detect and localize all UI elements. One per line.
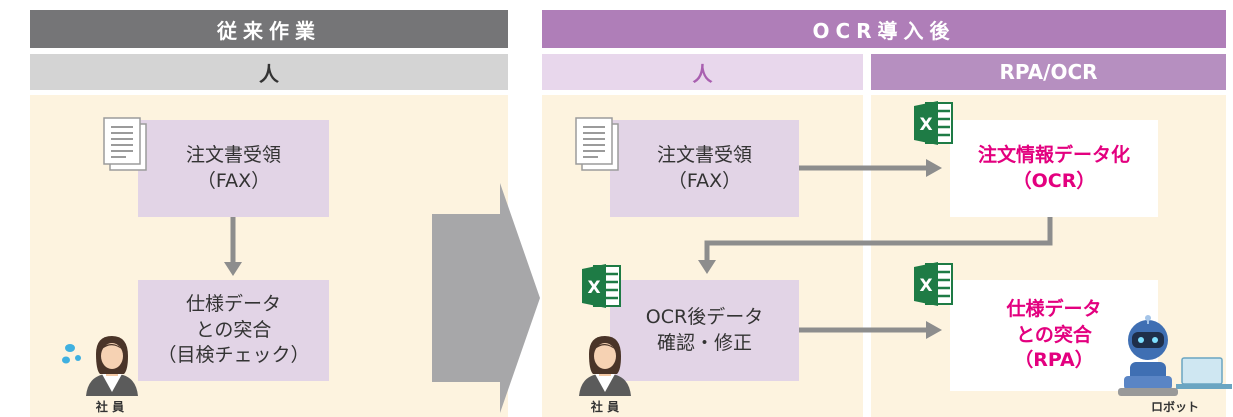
ocr-flow-arrow-3 — [799, 321, 942, 339]
big-transition-arrow — [432, 183, 540, 413]
document-icon — [575, 117, 619, 171]
excel-icon — [580, 262, 622, 310]
ocr-header: OCR導入後 — [542, 10, 1226, 48]
employee-icon — [579, 336, 631, 396]
ocr-flow-arrow-2 — [698, 217, 1053, 274]
legacy-flow-arrow — [224, 217, 242, 276]
ocr-subheader-human: 人 — [542, 54, 863, 90]
rpa-step-order-digitize: 注文情報データ化 （OCR） — [950, 120, 1158, 217]
legacy-step-spec-check: 仕様データ との突合 （目検チェック） — [138, 280, 329, 381]
ocr-step-data-review: OCR後データ 確認・修正 — [610, 280, 799, 381]
ocr-employee-caption: 社 員 — [590, 400, 620, 414]
robot-icon — [1118, 315, 1232, 396]
rpa-step-spec-check: 仕様データ との突合 （RPA） — [950, 280, 1158, 391]
ocr-subheader-rpa: RPA/OCR — [871, 54, 1226, 90]
robot-caption: ロボット — [1150, 400, 1199, 414]
legacy-header: 従来作業 — [30, 10, 508, 48]
ocr-flow-arrow-1 — [799, 159, 942, 177]
excel-icon — [912, 260, 954, 308]
ocr-step-order-receipt: 注文書受領 （FAX） — [610, 120, 799, 217]
legacy-subheader-human: 人 — [30, 54, 508, 90]
employee-icon — [86, 336, 138, 396]
sweat-icon — [62, 344, 81, 364]
legacy-step-order-receipt: 注文書受領 （FAX） — [138, 120, 329, 217]
legacy-employee-caption: 社 員 — [95, 400, 125, 414]
document-icon — [103, 117, 147, 171]
excel-icon — [912, 99, 954, 147]
